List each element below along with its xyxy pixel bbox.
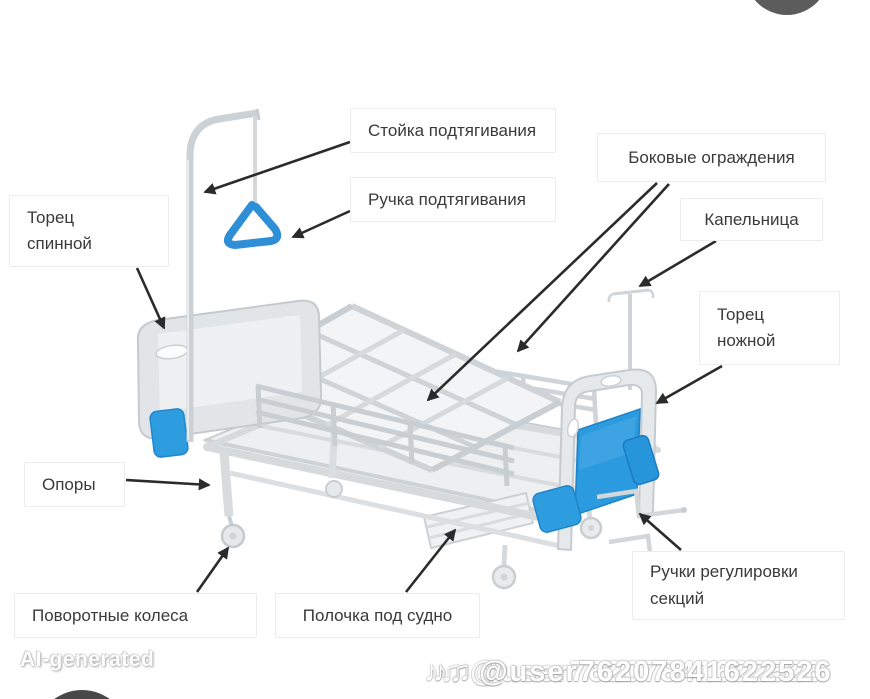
arrow-iv-pole [638,239,717,288]
label-section-handles: Ручки регулировки секций [632,551,845,620]
near-side-rail [255,383,515,487]
label-pullup-stand: Стойка подтягивания [350,108,556,153]
foot-corner-bumper-far [622,434,660,486]
arrow-shelf [404,528,457,593]
corner-circle-bottom-left [54,690,110,699]
arrow-supports [125,478,211,491]
arrow-foot-end [655,364,723,405]
arrow-wheels [195,546,230,593]
corner-circle-top-right [754,0,820,15]
arrow-side-rail-near [426,182,658,402]
social-username: @user76207841622526 [470,656,824,688]
label-bedpan-shelf: Полочка под судно [275,593,480,638]
label-head-end: Торец спинной [9,195,169,267]
footboard [532,368,660,551]
arrow-handle [291,209,351,239]
foot-corner-bumper-near [532,485,582,533]
label-foot-end: Торец ножной [699,291,840,365]
label-iv-pole: Капельница [680,198,823,241]
social-watermark: ♪♫@user76207841622526 [433,656,833,689]
pullup-stand [186,108,282,442]
label-supports: Опоры [24,462,125,507]
ai-generated-watermark: AI-generated [20,648,155,671]
label-swivel-wheels: Поворотные колеса [14,593,257,638]
label-pullup-handle: Ручка подтягивания [350,177,556,222]
label-side-rails: Боковые ограждения [597,133,826,182]
social-watermark-ghost: ♪♫@user76207841622526 [424,656,824,689]
arrow-head-end [135,267,166,330]
trapeze-handle [223,201,282,249]
arrow-side-rail-far [516,183,670,353]
arrow-section-handles [638,512,682,551]
music-note-icon: ♪♫ [424,656,465,688]
social-username: @user76207841622526 [479,656,833,688]
music-note-icon: ♪♫ [433,656,474,688]
arrow-stand [203,140,351,195]
head-corner-bumper [149,408,189,458]
